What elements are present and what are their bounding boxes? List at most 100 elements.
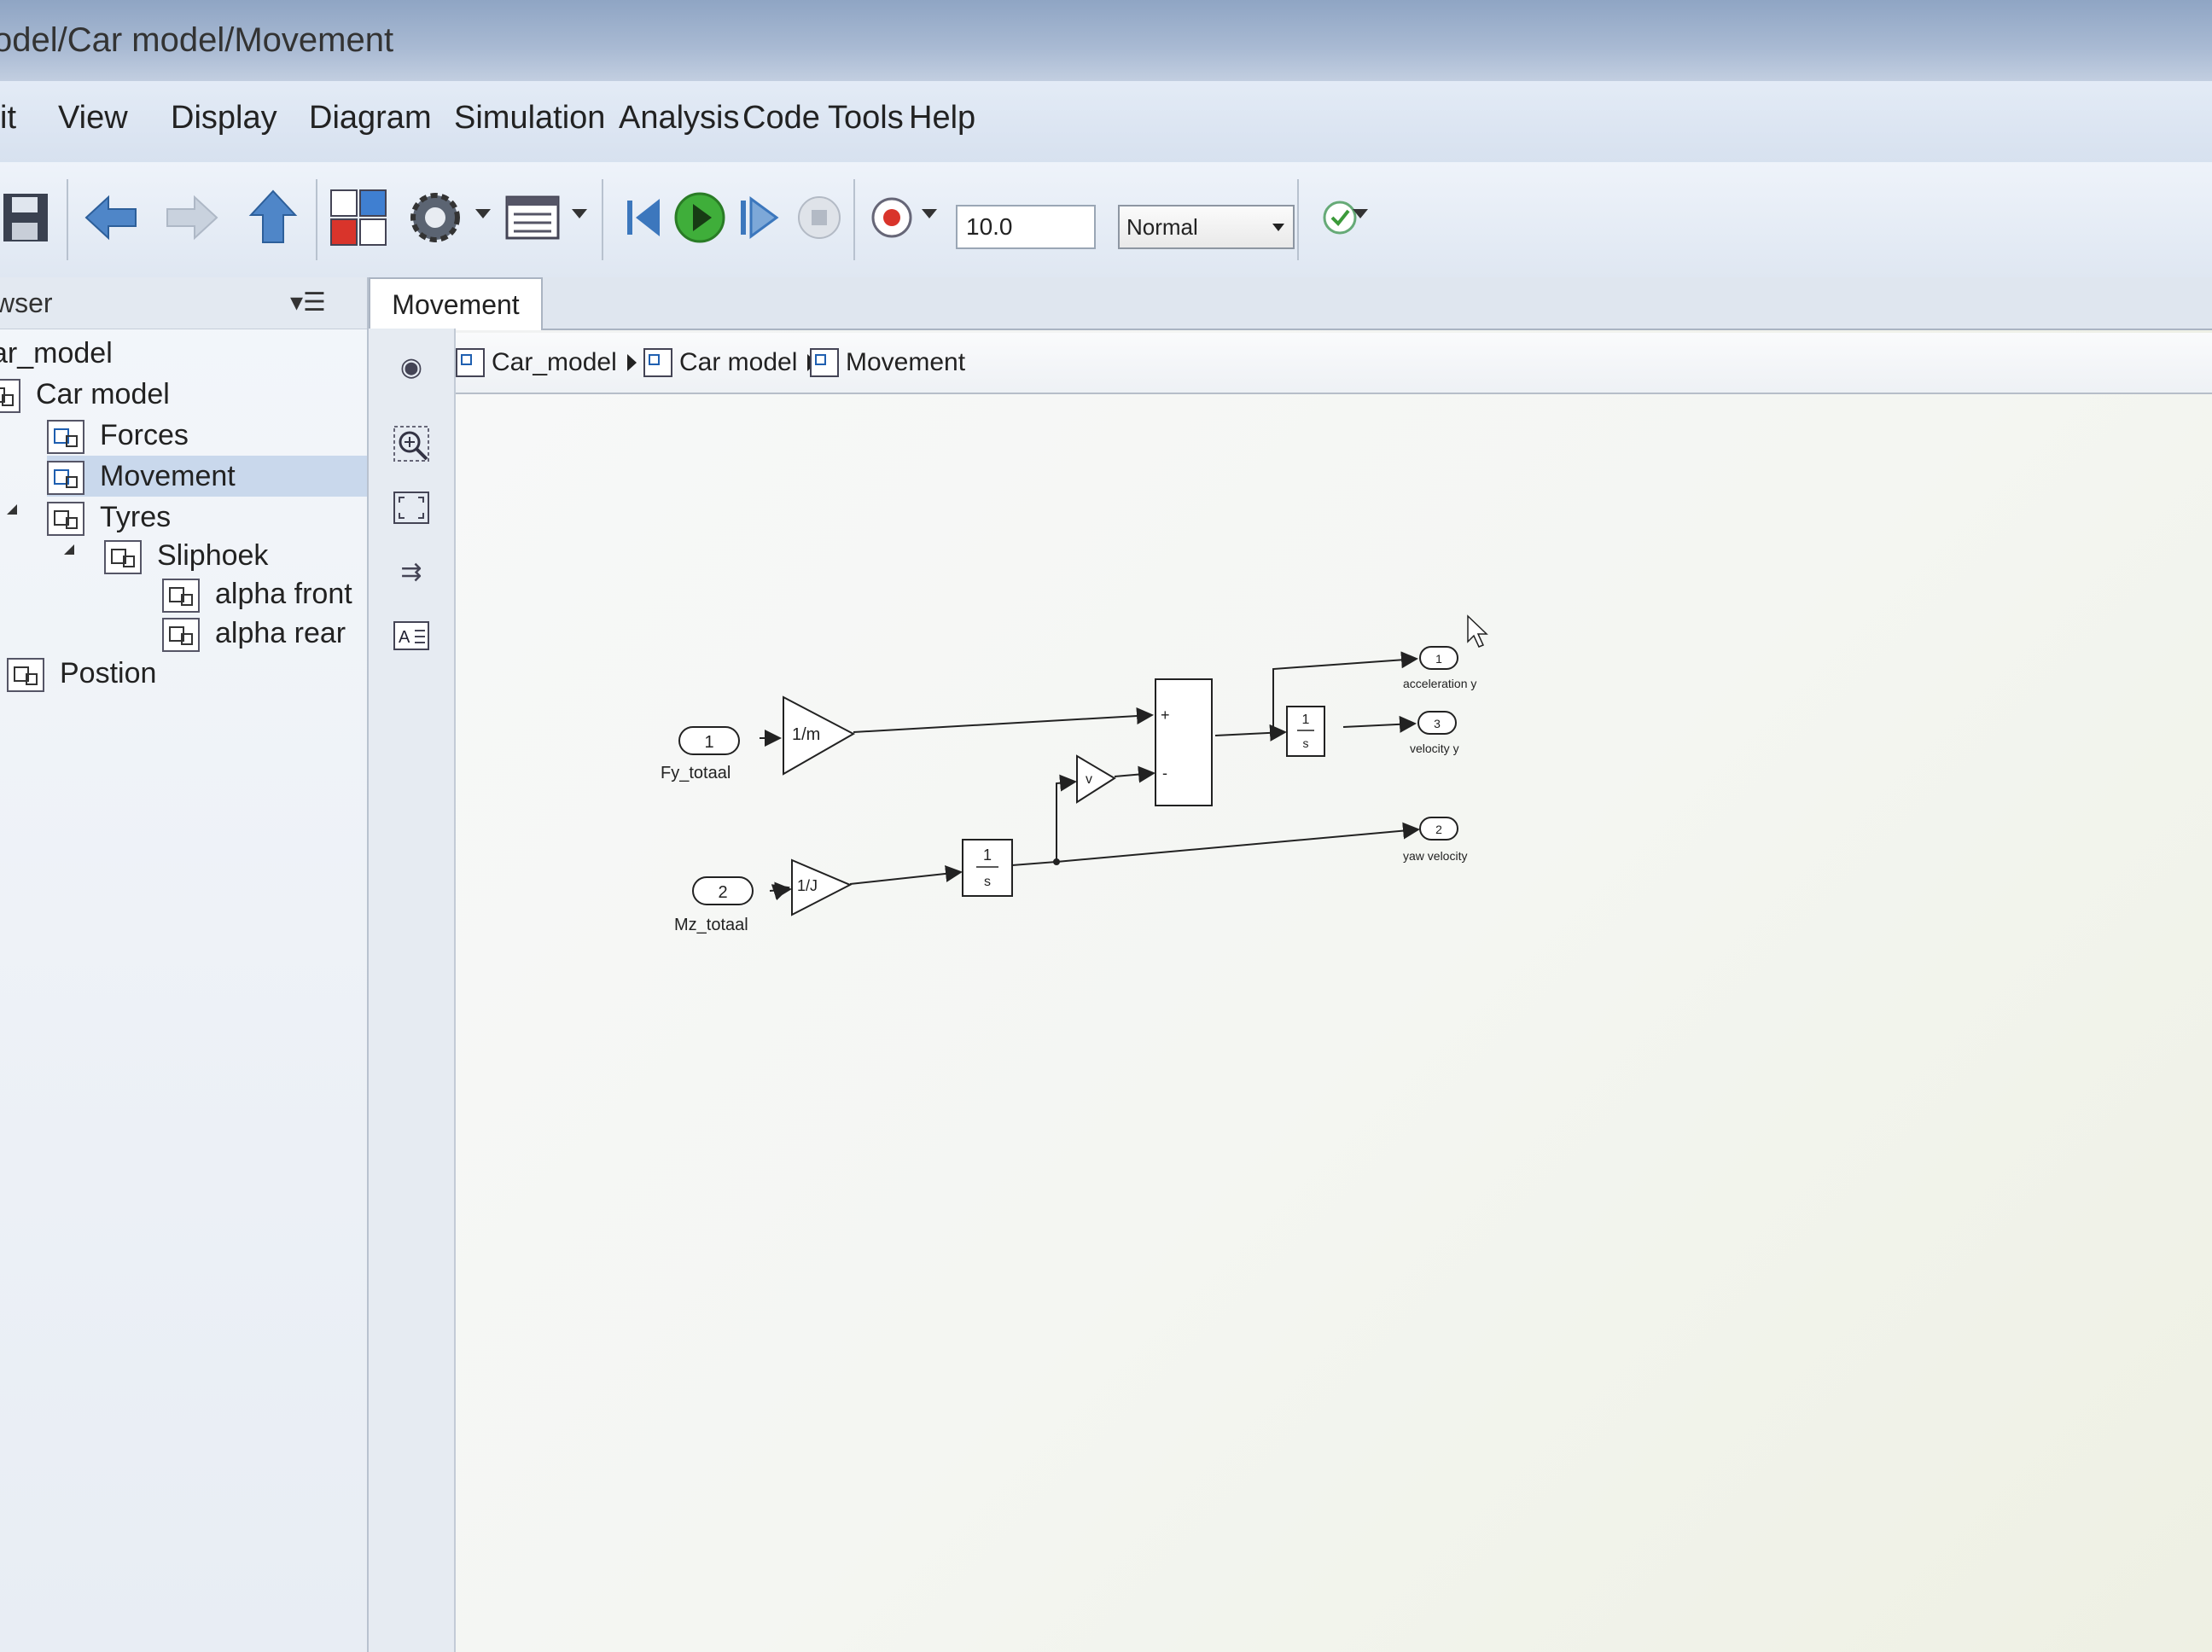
svg-text:A: A bbox=[399, 628, 410, 647]
subsystem-icon bbox=[47, 502, 84, 537]
toolbar: 10.0 Normal bbox=[0, 162, 2212, 279]
model-browser-title: wser bbox=[0, 288, 53, 318]
title-bar: odel/Car model/Movement bbox=[0, 0, 2212, 81]
menu-code[interactable]: Code bbox=[742, 100, 820, 136]
breadcrumb-car-model-root[interactable]: Car_model bbox=[456, 333, 652, 393]
subsystem-icon bbox=[456, 348, 485, 377]
gain-label: 1/m bbox=[792, 725, 820, 744]
fit-to-view-icon[interactable] bbox=[387, 486, 435, 529]
run-icon[interactable] bbox=[666, 183, 734, 252]
tree-item-label: Sliphoek bbox=[157, 539, 269, 572]
tree-item-sliphoek[interactable]: Sliphoek bbox=[104, 535, 367, 576]
integrator-numerator: 1 bbox=[983, 846, 992, 864]
tree-item-postion[interactable]: Postion bbox=[7, 653, 367, 694]
tab-strip: Movement bbox=[369, 277, 2212, 330]
integrator-velocity[interactable]: 1 s bbox=[1286, 706, 1325, 757]
integrator-yaw[interactable]: 1 s bbox=[962, 839, 1013, 897]
sum-sign: - bbox=[1162, 765, 1167, 782]
subsystem-icon bbox=[162, 618, 200, 653]
annotation-icon[interactable]: A bbox=[387, 614, 435, 657]
model-config-gear-icon[interactable] bbox=[401, 183, 469, 252]
record-icon[interactable] bbox=[858, 183, 926, 252]
simulation-mode-value: Normal bbox=[1126, 214, 1198, 240]
outport-number: 3 bbox=[1434, 717, 1441, 730]
gain-v[interactable]: v bbox=[1076, 754, 1116, 804]
gain-label: v bbox=[1086, 772, 1092, 787]
tab-movement[interactable]: Movement bbox=[369, 277, 543, 330]
tree-item-movement[interactable]: Movement bbox=[47, 456, 367, 497]
step-back-icon[interactable] bbox=[610, 183, 678, 252]
zoom-in-icon[interactable] bbox=[387, 422, 435, 465]
integrator-numerator: 1 bbox=[1302, 713, 1310, 727]
tree-item-alpha-rear[interactable]: alpha rear bbox=[162, 613, 367, 654]
subsystem-icon bbox=[7, 658, 44, 693]
arrow-toggle-icon[interactable]: ⇉ bbox=[400, 557, 422, 586]
window-title: odel/Car model/Movement bbox=[0, 21, 394, 59]
breadcrumb-car-model[interactable]: Car model bbox=[643, 333, 832, 393]
chevron-down-icon[interactable] bbox=[572, 209, 587, 218]
menu-analysis[interactable]: Analysis bbox=[619, 100, 740, 136]
model-browser-header: wser ▾☰ bbox=[0, 277, 367, 329]
back-arrow-icon[interactable] bbox=[77, 183, 145, 252]
breadcrumb-label: Car model bbox=[679, 348, 798, 376]
forward-arrow-icon[interactable] bbox=[158, 183, 226, 252]
menu-diagram[interactable]: Diagram bbox=[309, 100, 432, 136]
library-browser-icon[interactable] bbox=[324, 183, 393, 252]
chevron-down-icon[interactable] bbox=[922, 209, 937, 218]
stop-time-input[interactable]: 10.0 bbox=[956, 205, 1096, 249]
menu-help[interactable]: Help bbox=[909, 100, 976, 136]
chevron-down-icon[interactable] bbox=[1353, 209, 1368, 218]
tree-item-tyres[interactable]: Tyres bbox=[47, 497, 367, 538]
menu-tools[interactable]: Tools bbox=[828, 100, 904, 136]
tree-item-car-model[interactable]: Car model bbox=[0, 374, 367, 415]
gain-label: 1/J bbox=[797, 877, 818, 894]
menu-edit[interactable]: it bbox=[0, 100, 16, 136]
outport-name: acceleration y bbox=[1403, 677, 1476, 690]
menu-display[interactable]: Display bbox=[171, 100, 277, 136]
model-explorer-icon[interactable] bbox=[499, 183, 568, 252]
outport-name: yaw velocity bbox=[1403, 849, 1467, 863]
hide-browser-icon[interactable]: ◉ bbox=[399, 352, 423, 381]
gain-1-over-j[interactable]: 1/J bbox=[791, 858, 853, 916]
simulation-mode-select[interactable]: Normal bbox=[1118, 205, 1295, 249]
tree-item-label: Car model bbox=[36, 378, 170, 410]
chevron-right-icon bbox=[626, 354, 637, 371]
outport-yaw-velocity[interactable]: 2 yaw velocity bbox=[1403, 817, 1467, 863]
outport-acceleration-y[interactable]: 1 acceleration y bbox=[1403, 646, 1476, 690]
menu-simulation[interactable]: Simulation bbox=[454, 100, 606, 136]
chevron-down-icon[interactable] bbox=[475, 209, 491, 218]
signal-lines bbox=[760, 651, 1420, 901]
subsystem-icon bbox=[104, 540, 142, 575]
panel-menu-icon[interactable]: ▾☰ bbox=[290, 288, 326, 317]
tree-item-forces[interactable]: Forces bbox=[47, 415, 367, 456]
model-browser: wser ▾☰ ar_model Car model Forces Moveme… bbox=[0, 277, 369, 1652]
breadcrumb-movement[interactable]: Movement bbox=[810, 333, 965, 393]
tree-item-label: Forces bbox=[100, 419, 189, 451]
save-icon[interactable] bbox=[0, 183, 60, 252]
inport-1[interactable]: 1 Fy_totaal bbox=[661, 726, 740, 782]
sum-block[interactable]: + - bbox=[1155, 678, 1213, 806]
subsystem-icon bbox=[0, 379, 20, 414]
breadcrumb-label: Car_model bbox=[492, 348, 617, 376]
menu-view[interactable]: View bbox=[58, 100, 128, 136]
chevron-down-icon bbox=[1272, 224, 1284, 231]
outport-velocity-y[interactable]: 3 velocity y bbox=[1410, 711, 1459, 755]
integrator-denominator: s bbox=[984, 875, 991, 889]
tree-item-alpha-front[interactable]: alpha front bbox=[162, 573, 367, 614]
stop-icon[interactable] bbox=[785, 183, 853, 252]
expand-toggle-icon[interactable] bbox=[64, 544, 74, 555]
tree-item-label: Tyres bbox=[100, 501, 172, 533]
subsystem-icon bbox=[47, 420, 84, 455]
outport-number: 1 bbox=[1435, 652, 1442, 666]
gain-1-over-m[interactable]: 1/m bbox=[783, 695, 856, 776]
model-canvas[interactable]: 1 Fy_totaal 2 Mz_totaal 1/m 1/J bbox=[456, 394, 2212, 1652]
menu-bar: it View Display Diagram Simulation Analy… bbox=[0, 81, 2212, 162]
step-forward-icon[interactable] bbox=[725, 183, 794, 252]
inport-name: Mz_totaal bbox=[674, 916, 748, 934]
tree-item-car-model-root[interactable]: ar_model bbox=[0, 333, 367, 374]
breadcrumb-label: Movement bbox=[846, 348, 966, 376]
up-arrow-icon[interactable] bbox=[239, 183, 307, 252]
expand-toggle-icon[interactable] bbox=[7, 504, 17, 515]
block-diagram: 1 Fy_totaal 2 Mz_totaal 1/m 1/J bbox=[661, 614, 1488, 934]
inport-2[interactable]: 2 Mz_totaal bbox=[674, 876, 754, 934]
